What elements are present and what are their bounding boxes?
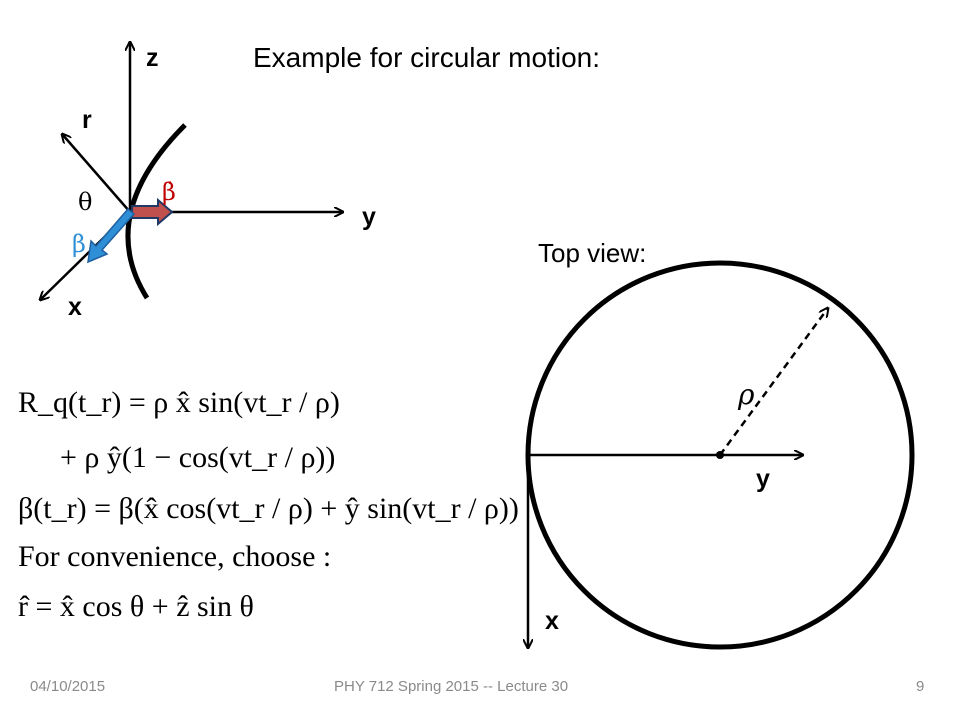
- r-axis-line: [62, 134, 131, 213]
- beta-dot-label: β̇: [162, 178, 176, 206]
- side-view-diagram: [40, 42, 343, 300]
- footer-date: 04/10/2015: [30, 678, 106, 695]
- equation-velocity: β(t_r) = β(x̂ cos(vt_r / ρ) + ŷ sin(vt_r…: [18, 492, 519, 525]
- radius-line: [718, 308, 828, 456]
- beta-dot-arrow: [131, 197, 174, 227]
- slide-title: Example for circular motion:: [253, 42, 601, 73]
- top-view-diagram: [528, 260, 915, 650]
- r-axis-label: r: [82, 106, 92, 134]
- top-view-label: Top view:: [538, 238, 647, 268]
- equation-position-line2: + ρ ŷ(1 − cos(vt_r / ρ)): [60, 441, 336, 474]
- beta-label: β: [72, 230, 86, 258]
- footer-course: PHY 712 Spring 2015 -- Lecture 30: [334, 678, 569, 695]
- equation-r-hat: r̂ = x̂ cos θ + ẑ sin θ: [18, 590, 254, 623]
- footer-page-number: 9: [916, 678, 925, 695]
- rho-label: ρ: [738, 378, 755, 411]
- theta-label: θ: [78, 188, 93, 216]
- equation-position-line1: R_q(t_r) = ρ x̂ sin(vt_r / ρ): [18, 386, 340, 419]
- z-axis-label: z: [146, 44, 159, 72]
- x-axis-label: x: [68, 293, 82, 321]
- equation-choose-text: For convenience, choose :: [18, 540, 332, 573]
- beta-arrow: [87, 207, 136, 264]
- top-x-axis-label: x: [545, 607, 559, 635]
- y-axis-label: y: [362, 203, 376, 231]
- top-y-axis-label: y: [756, 465, 770, 493]
